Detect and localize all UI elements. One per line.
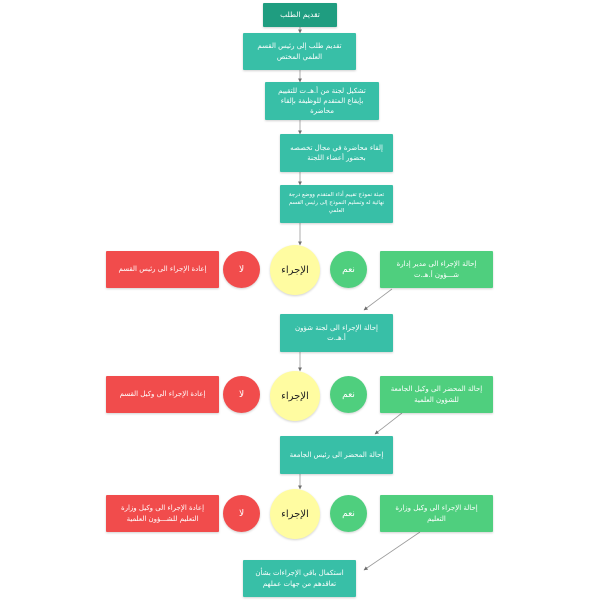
yes-action-3: إحالة الإجراء الى وكيل وزارة التعليم: [380, 495, 493, 532]
yes-circle-3: نعم: [330, 495, 367, 532]
no-action-3: إعادة الإجراء الى وكيل وزارة التعليم للش…: [106, 495, 219, 532]
decision-1: الإجراء: [270, 245, 320, 295]
yes-action-1: إحالة الإجراء الى مدير إدارة شـــؤون أ.ه…: [380, 251, 493, 288]
yes-action-2: إحالة المحضر الى وكيل الجامعة للشؤون الع…: [380, 376, 493, 413]
no-action-1: إعادة الإجراء الى رئيس القسم: [106, 251, 219, 288]
yes-circle-2: نعم: [330, 376, 367, 413]
step-submit-request: تقديم طلب إلى رئيس القسم العلمي المختص: [243, 33, 356, 70]
arrow-yes2-to-step6: [374, 412, 403, 435]
no-circle-3: لا: [223, 495, 260, 532]
yes-circle-1: نعم: [330, 251, 367, 288]
step-fill-evaluation: تعبئة نموذج تقييم أداء المتقدم ووضع درجة…: [280, 185, 393, 223]
step-deliver-lecture: إلقاء محاضرة في مجال تخصصه بحضور أعضاء ا…: [280, 134, 393, 172]
decision-2: الإجراء: [270, 371, 320, 421]
end-node: استكمال باقي الإجراءات بشأن تعاقدهم من ج…: [243, 560, 356, 597]
no-circle-1: لا: [223, 251, 260, 288]
step-refer-committee: إحالة الإجراء الى لجنة شؤون أ.هـ.ت: [280, 314, 393, 352]
no-circle-2: لا: [223, 376, 260, 413]
arrow-yes1-to-step5: [363, 288, 393, 311]
arrow-yes3-to-end: [363, 531, 421, 571]
start-node: تقديم الطلب: [263, 3, 337, 27]
step-form-committee: تشكيل لجنة من أ.هـ.ت للتقييم بإيقاع المت…: [265, 82, 379, 120]
decision-3: الإجراء: [270, 489, 320, 539]
no-action-2: إعادة الإجراء الى وكيل القسم: [106, 376, 219, 413]
step-refer-president: إحالة المحضر الى رئيس الجامعة: [280, 436, 393, 474]
